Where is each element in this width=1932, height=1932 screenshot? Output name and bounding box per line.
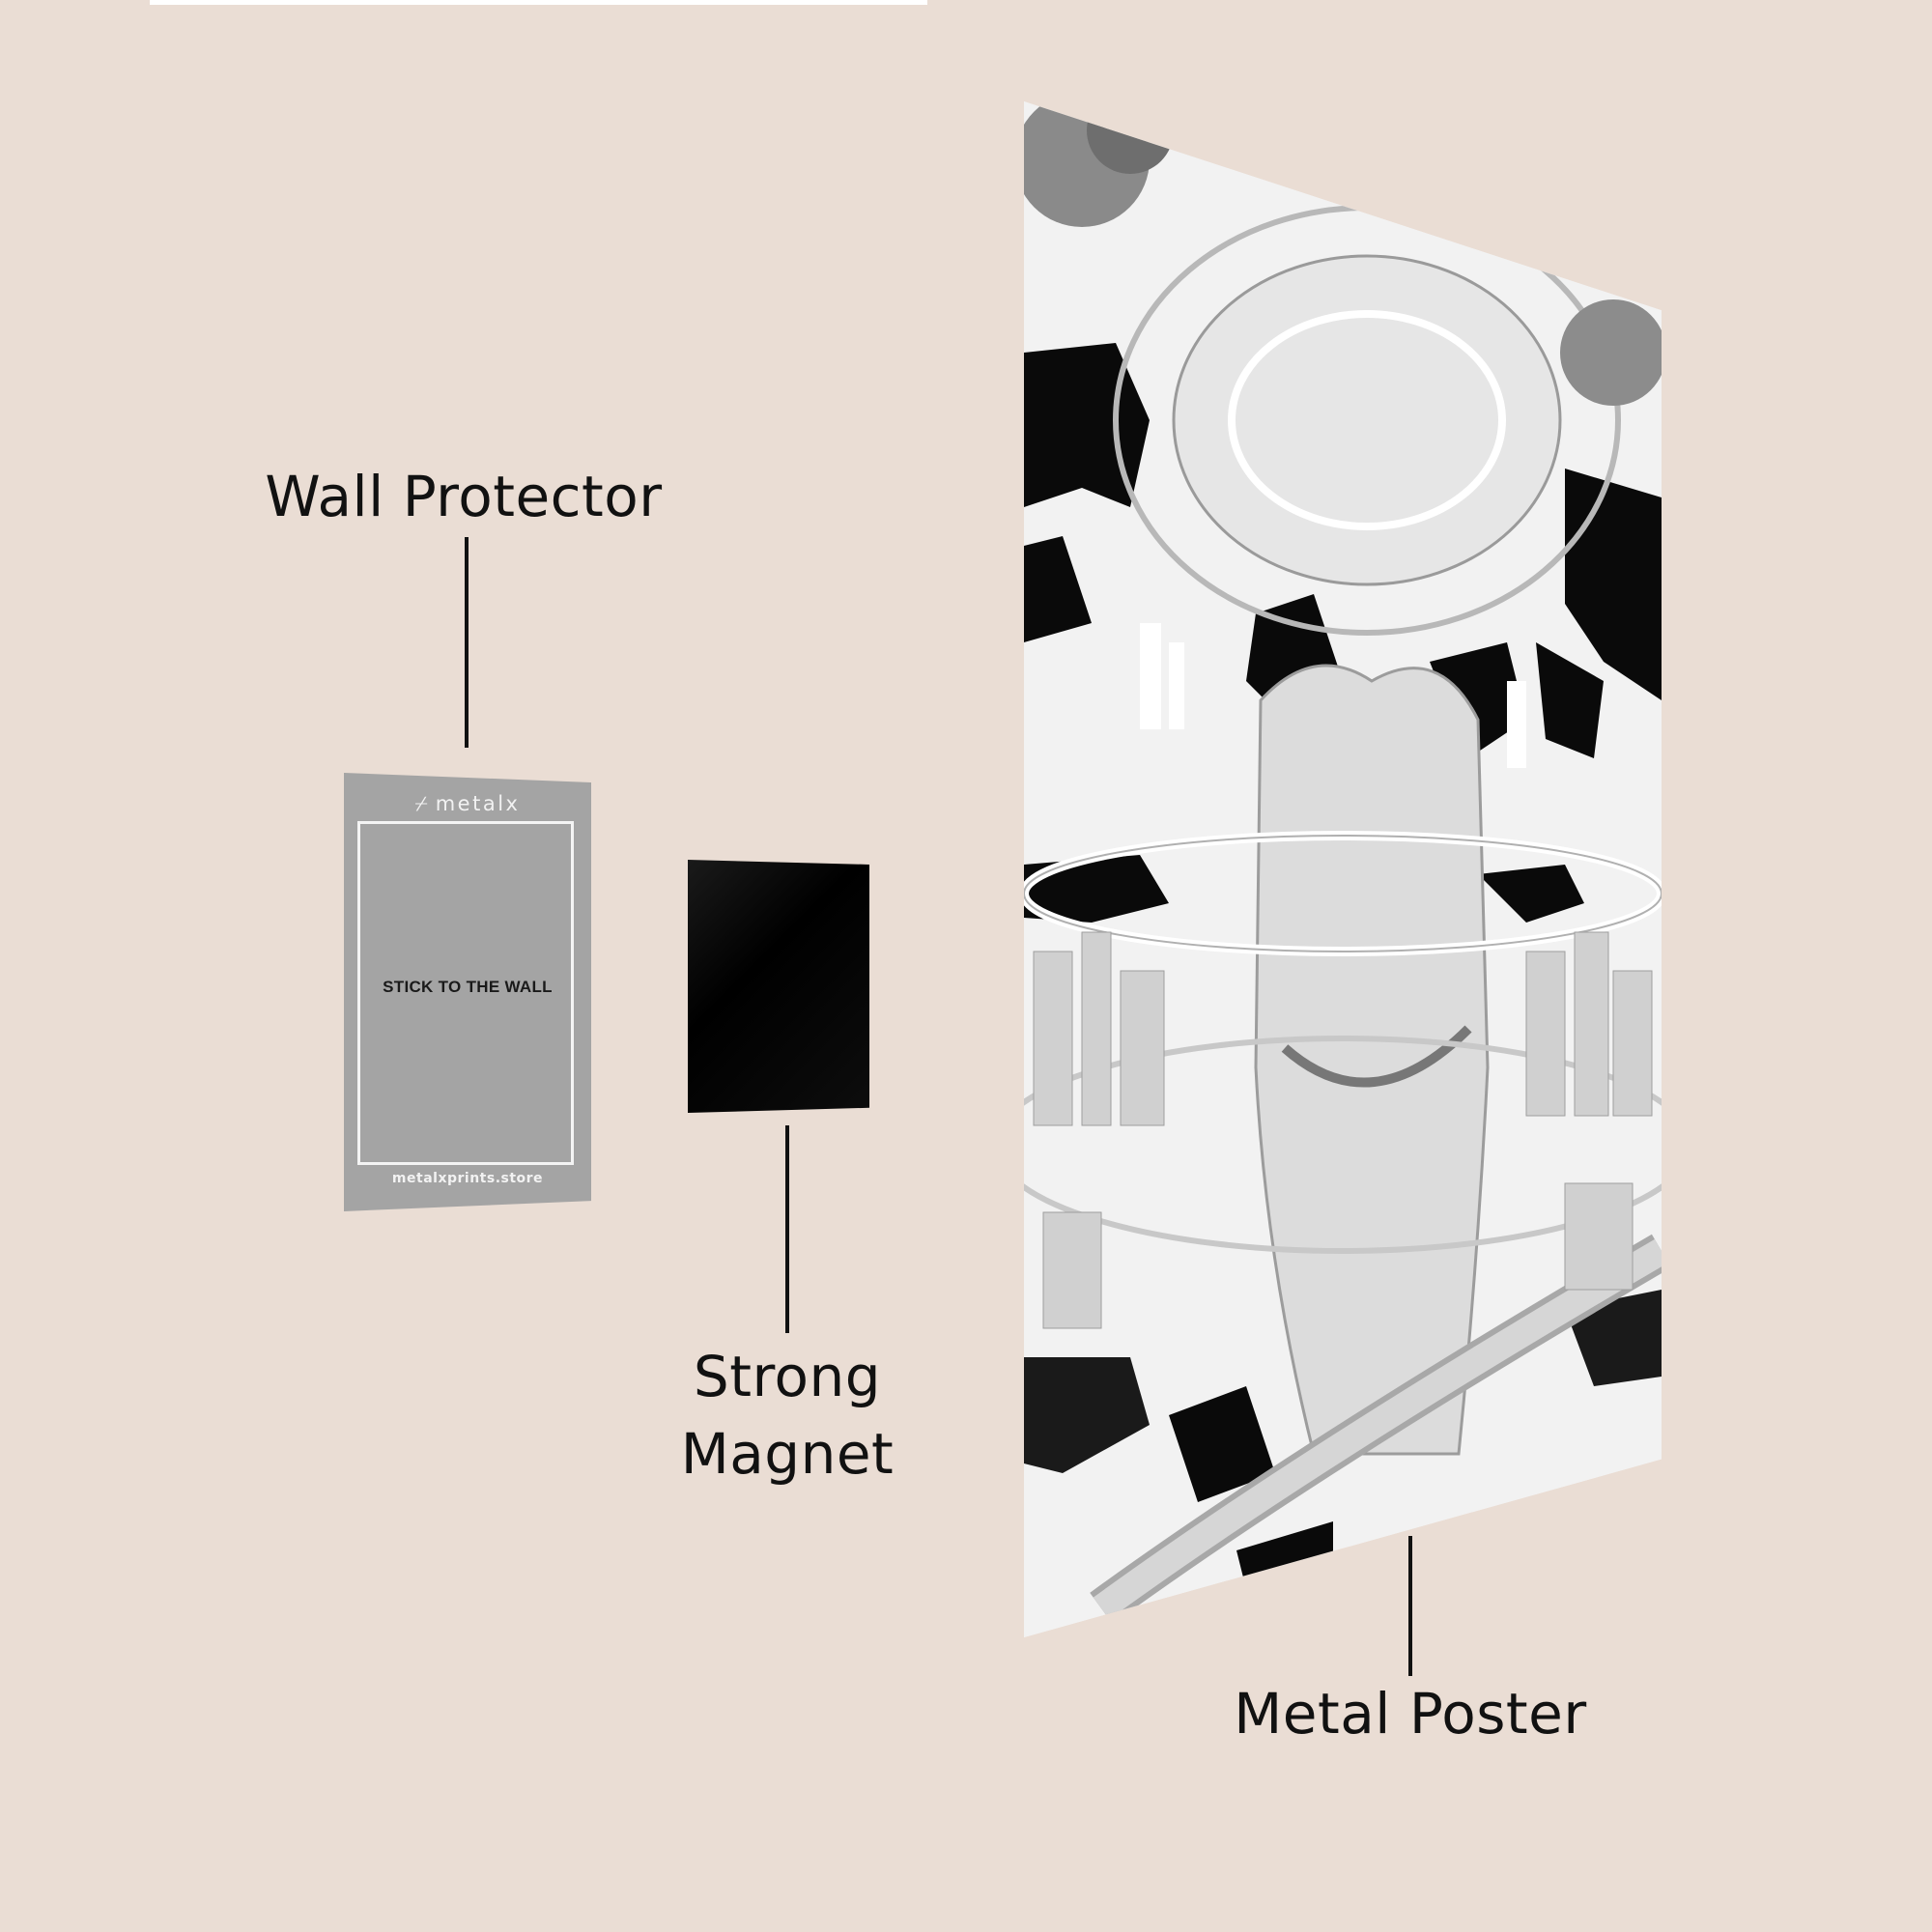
wall-protector-logo: ⌿ metalx [344,792,591,816]
metal-poster-leader-line [1408,1536,1412,1676]
metal-poster-label: Metal Poster [1234,1681,1587,1747]
wall-protector-label: Wall Protector [265,464,663,529]
strong-magnet-label-line1: Strong [693,1344,882,1409]
top-edge-strip [150,0,927,5]
strong-magnet-plate [688,860,869,1113]
wall-protector-website: metalxprints.store [391,1171,544,1186]
metal-poster [1024,101,1662,1637]
strong-magnet-label-line2: Magnet [680,1421,895,1487]
wall-protector-frame [357,821,574,1165]
metal-poster-artwork [1024,101,1662,1637]
strong-magnet-leader-line [785,1125,789,1333]
wall-protector-card: ⌿ metalx STICK TO THE WALL metalxprints.s… [344,773,591,1211]
metalx-logo-icon: ⌿ [414,792,428,816]
wall-protector-leader-line [465,537,469,748]
wall-protector-instruction: STICK TO THE WALL [383,978,553,996]
wall-protector-brand: metalx [435,792,521,815]
